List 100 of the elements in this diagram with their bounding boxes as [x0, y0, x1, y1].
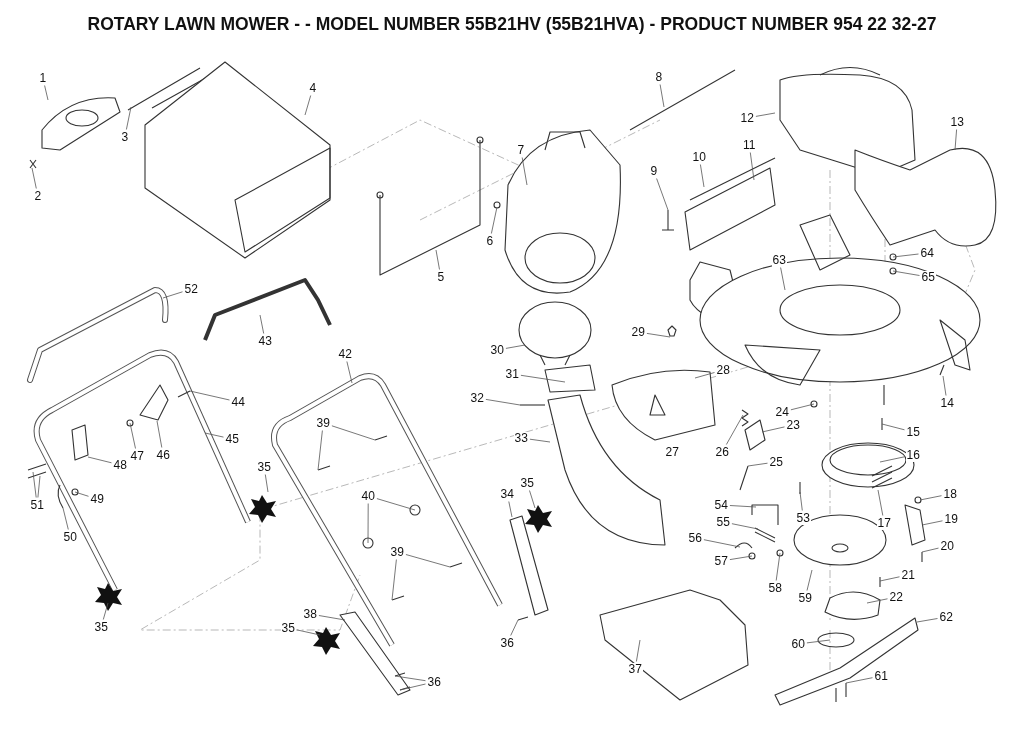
leader-line — [921, 520, 943, 526]
callout-number: 43 — [257, 334, 273, 348]
leader-line — [31, 167, 37, 189]
leader-line — [87, 456, 112, 464]
callout-number: 53 — [795, 511, 811, 525]
callout-number: 13 — [949, 115, 965, 129]
callout-number: 22 — [888, 590, 904, 604]
leader-line — [296, 629, 321, 636]
callout-number: 45 — [224, 432, 240, 446]
callout-number: 39 — [315, 416, 331, 430]
leader-line — [394, 675, 426, 682]
callout-number: 39 — [389, 545, 405, 559]
callout-number: 35 — [93, 620, 109, 634]
callout-number: 48 — [112, 458, 128, 472]
leader-line — [521, 157, 528, 186]
leader-line — [405, 554, 451, 568]
callout-number: 25 — [768, 455, 784, 469]
callout-number: 15 — [905, 425, 921, 439]
leader-line — [879, 456, 905, 463]
leader-line — [845, 677, 873, 684]
callout-number: 35 — [280, 621, 296, 635]
leader-line — [304, 95, 312, 116]
leader-line — [731, 523, 759, 530]
leader-line — [376, 498, 416, 511]
callout-number: 12 — [739, 111, 755, 125]
callout-number: 20 — [939, 539, 955, 553]
callout-number: 34 — [499, 487, 515, 501]
leader-line — [264, 474, 269, 493]
callout-number: 21 — [900, 568, 916, 582]
callout-number: 50 — [62, 530, 78, 544]
callout-number: 1 — [38, 71, 48, 85]
callout-number: 23 — [785, 418, 801, 432]
callout-number: 26 — [714, 445, 730, 459]
callout-number: 49 — [89, 492, 105, 506]
leader-line — [508, 501, 513, 518]
callout-number: 58 — [767, 581, 783, 595]
callout-number: 14 — [939, 396, 955, 410]
callout-number: 32 — [469, 391, 485, 405]
leader-line — [162, 291, 183, 299]
callout-number: 5 — [436, 270, 446, 284]
callout-number: 38 — [302, 607, 318, 621]
callout-number: 62 — [938, 610, 954, 624]
leader-line — [189, 390, 230, 401]
leader-line — [435, 249, 440, 270]
leader-line — [656, 178, 669, 211]
callout-number: 56 — [687, 531, 703, 545]
callout-number: 30 — [489, 343, 505, 357]
leader-line — [775, 552, 781, 581]
leader-line — [694, 372, 715, 379]
leader-line — [761, 426, 785, 433]
leader-line — [954, 129, 957, 151]
leader-line — [259, 314, 265, 334]
callout-number: 60 — [790, 637, 806, 651]
leader-line — [62, 507, 69, 530]
callout-number: 42 — [337, 347, 353, 361]
callout-number: 36 — [426, 675, 442, 689]
callout-number: 3 — [120, 130, 130, 144]
diagram-title: ROTARY LAWN MOWER - - MODEL NUMBER 55B21HV (55B21HVA) - PRODUCT NUMBER 954 22 32-27 — [87, 14, 937, 35]
leader-line — [331, 425, 376, 441]
callout-number: 54 — [713, 498, 729, 512]
callout-number: 31 — [504, 367, 520, 381]
leader-line — [729, 505, 757, 508]
leader-line — [32, 471, 37, 498]
leader-line — [491, 206, 498, 234]
callout-number: 29 — [630, 325, 646, 339]
leader-line — [703, 539, 741, 548]
callout-number: 33 — [513, 431, 529, 445]
callout-number: 35 — [256, 460, 272, 474]
leader-line — [44, 85, 49, 101]
leader-line — [806, 569, 813, 591]
leader-line — [799, 491, 803, 511]
callout-number: 7 — [516, 143, 526, 157]
leader-line — [729, 555, 753, 560]
callout-number: 55 — [715, 515, 731, 529]
leader-line — [921, 547, 939, 553]
leader-line — [780, 267, 786, 291]
leader-line — [204, 432, 224, 438]
callout-number: 40 — [360, 489, 376, 503]
leader-line — [74, 491, 89, 497]
callout-number: 18 — [942, 487, 958, 501]
leader-line — [520, 374, 566, 383]
leader-line — [529, 438, 551, 443]
leader-line — [505, 344, 526, 349]
callout-number: 16 — [905, 448, 921, 462]
leader-line — [129, 422, 136, 449]
callout-number: 51 — [29, 498, 45, 512]
leader-line — [892, 253, 919, 258]
leader-line — [156, 420, 163, 448]
callout-number: 64 — [919, 246, 935, 260]
callout-number: 4 — [308, 81, 318, 95]
leader-line — [37, 475, 41, 498]
callout-number: 19 — [943, 512, 959, 526]
callout-number: 28 — [715, 363, 731, 377]
leader-line — [916, 618, 938, 623]
callout-number: 59 — [797, 591, 813, 605]
callout-number: 35 — [519, 476, 535, 490]
leader-line — [806, 639, 831, 644]
callout-number: 52 — [183, 282, 199, 296]
leader-line — [749, 152, 755, 181]
leader-line — [367, 503, 369, 544]
